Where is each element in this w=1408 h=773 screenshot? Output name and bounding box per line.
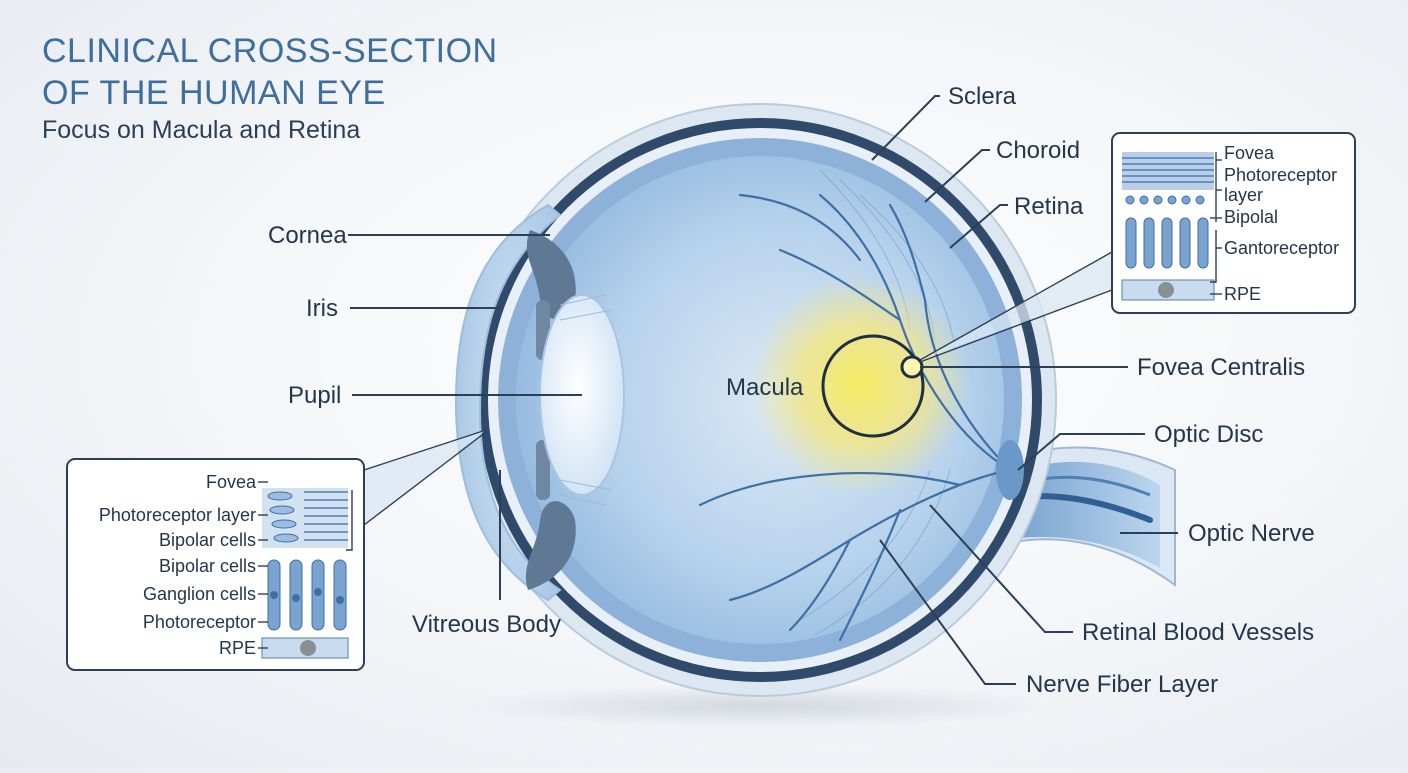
- label-retina: Retina: [1014, 193, 1084, 220]
- right-inset-label-photoreceptor: Photoreceptor: [1224, 165, 1337, 185]
- left-inset-label-photoreceptor: Photoreceptor: [143, 612, 256, 632]
- right-inset-label-layer: layer: [1224, 185, 1263, 205]
- left-inset-label-photoreceptor-layer: Photoreceptor layer: [99, 505, 256, 525]
- left-inset-layers-illustration: [258, 481, 353, 659]
- label-pupil: Pupil: [288, 382, 341, 409]
- label-nerve-fiber-layer: Nerve Fiber Layer: [1026, 671, 1218, 698]
- left-inset-label-bipolar-cells-2: Bipolar cells: [159, 556, 256, 576]
- title-line-2: OF THE HUMAN EYE: [42, 74, 386, 112]
- cornea-shape: [454, 203, 562, 602]
- retinal-blood-vessels-shape: [698, 193, 1012, 642]
- title-line-1: CLINICAL CROSS-SECTION: [42, 32, 498, 70]
- left-inset-label-fovea: Fovea: [206, 472, 257, 492]
- label-optic-disc: Optic Disc: [1154, 421, 1263, 448]
- label-vitreous-body: Vitreous Body: [412, 611, 561, 638]
- label-fovea-centralis: Fovea Centralis: [1137, 354, 1305, 381]
- ground-shadow: [460, 684, 1060, 728]
- iris-shape: [525, 230, 576, 590]
- label-retinal-blood-vessels: Retinal Blood Vessels: [1082, 619, 1314, 646]
- right-inset-layers-illustration: [1121, 152, 1222, 301]
- label-optic-nerve: Optic Nerve: [1188, 520, 1315, 547]
- right-inset-label-fovea: Fovea: [1224, 143, 1275, 163]
- label-macula: Macula: [726, 374, 804, 401]
- right-inset-label-rpe: RPE: [1224, 284, 1261, 304]
- right-inset-label-gantoreceptor: Gantoreceptor: [1224, 238, 1339, 258]
- right-inset-label-bipolal: Bipolal: [1224, 207, 1278, 227]
- optic-disc-shape: [996, 440, 1024, 500]
- label-sclera: Sclera: [948, 83, 1017, 110]
- structure-labels: Sclera Choroid Retina Cornea Iris Pupil …: [268, 83, 1315, 698]
- label-iris: Iris: [306, 295, 338, 322]
- right-retina-inset: Fovea Photoreceptor layer Bipolal Gantor…: [1111, 132, 1356, 314]
- page-title: CLINICAL CROSS-SECTION OF THE HUMAN EYE: [42, 30, 498, 114]
- macula-glow: [750, 275, 970, 495]
- left-inset-label-ganglion-cells: Ganglion cells: [143, 584, 256, 604]
- zonule-fibers: [559, 294, 613, 506]
- label-cornea: Cornea: [268, 222, 347, 249]
- label-choroid: Choroid: [996, 137, 1080, 164]
- left-inset-label-rpe: RPE: [219, 638, 256, 658]
- left-inset-label-bipolar-cells-1: Bipolar cells: [159, 530, 256, 550]
- page-subtitle: Focus on Macula and Retina: [42, 116, 361, 144]
- left-retina-inset: Fovea Photoreceptor layer Bipolar cells …: [66, 458, 365, 671]
- leader-lines: [348, 95, 1178, 685]
- macula-circle: [821, 334, 925, 438]
- fovea-circle: [900, 355, 924, 379]
